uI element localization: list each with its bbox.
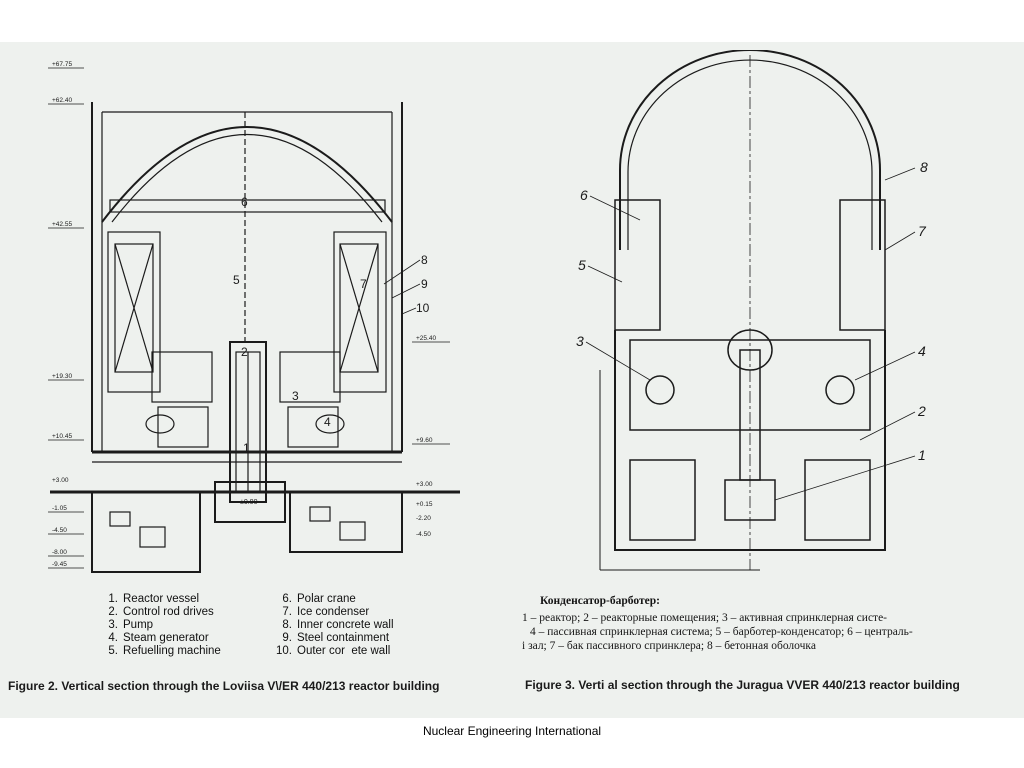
juragua-section-drawing: 8 6 7 5 3 4 2 1 xyxy=(576,50,928,571)
elev-label: +0.15 xyxy=(416,501,433,508)
callout-2: 2 xyxy=(241,345,248,359)
callout-8: 8 xyxy=(421,253,428,267)
callout-3: 3 xyxy=(292,389,299,403)
callout-5: 5 xyxy=(578,257,586,273)
elev-label: -8.00 xyxy=(52,549,67,556)
zero-level: ±0.00 xyxy=(240,499,258,506)
callout-4: 4 xyxy=(918,343,926,359)
fig3-legend-heading: Конденсатор-барботер: xyxy=(540,595,660,607)
loviisa-section-drawing: +67.75 +62.40 +42.55 +19.30 +10.45 +3.00… xyxy=(48,61,460,573)
elev-label: +62.40 xyxy=(52,97,72,104)
callout-6: 6 xyxy=(580,187,588,203)
callout-5: 5 xyxy=(233,273,240,287)
callout-7: 7 xyxy=(360,277,367,291)
elev-label: -1.05 xyxy=(52,505,67,512)
callout-7: 7 xyxy=(918,223,927,239)
legend-item: 1.Reactor vessel xyxy=(108,593,200,605)
elev-label: +42.55 xyxy=(52,221,72,228)
source-credit: Nuclear Engineering International xyxy=(422,724,602,738)
callout-10: 10 xyxy=(416,301,430,315)
elev-label: +9.60 xyxy=(416,437,433,444)
legend-item: 6.Polar crane xyxy=(282,593,356,605)
legend-item: 7.Ice condenser xyxy=(282,606,370,618)
legend-item: 9.Steel containment xyxy=(282,632,390,644)
legend-item: 5.Refuelling machine xyxy=(108,645,221,657)
callout-4: 4 xyxy=(324,415,331,429)
fig3-legend-line: і зал; 7 – бак пассивного спринклера; 8 … xyxy=(522,640,816,652)
fig2-caption: Figure 2. Vertical section through the L… xyxy=(8,679,440,693)
fig2-legend-left: 1.Reactor vessel 2.Control rod drives 3.… xyxy=(102,593,221,658)
fig3-legend-line: 4 – пассивная спринклерная система; 5 – … xyxy=(530,626,913,638)
elev-label: +67.75 xyxy=(52,61,72,68)
elev-label: +10.45 xyxy=(52,433,72,440)
legend-item: 3.Pump xyxy=(108,619,154,631)
legend-item: 10.Outer cor ete wall xyxy=(276,645,391,657)
fig3-legend: Конденсатор-барботер: 1 – реактор; 2 – р… xyxy=(522,594,913,653)
elev-label: -4.50 xyxy=(52,527,67,534)
elev-label: -4.50 xyxy=(416,531,431,538)
callout-3: 3 xyxy=(576,333,584,349)
callout-1: 1 xyxy=(243,441,250,455)
elev-label: -9.45 xyxy=(52,561,67,568)
legend-item: 8.Inner concrete wall xyxy=(282,619,394,631)
scanned-figure-page: +67.75 +62.40 +42.55 +19.30 +10.45 +3.00… xyxy=(0,42,1024,718)
elev-label: -2.20 xyxy=(416,515,431,522)
legend-item: 4.Steam generator xyxy=(108,632,209,644)
elev-label: +19.30 xyxy=(52,373,72,380)
fig3-caption: Figure 3. Verti al section through the J… xyxy=(525,678,960,692)
elev-label: +3.00 xyxy=(52,477,69,484)
fig2-legend-right: 6.Polar crane 7.Ice condenser 8.Inner co… xyxy=(276,593,394,658)
elev-label: +25.40 xyxy=(416,335,436,342)
fig3-legend-line: 1 – реактор; 2 – реакторные помещения; 3… xyxy=(522,612,888,624)
callout-9: 9 xyxy=(421,277,428,291)
callout-6: 6 xyxy=(241,195,248,209)
elev-label: +3.00 xyxy=(416,481,433,488)
legend-item: 2.Control rod drives xyxy=(108,606,214,618)
callout-8: 8 xyxy=(920,159,928,175)
callout-2: 2 xyxy=(917,403,926,419)
callout-1: 1 xyxy=(918,447,926,463)
